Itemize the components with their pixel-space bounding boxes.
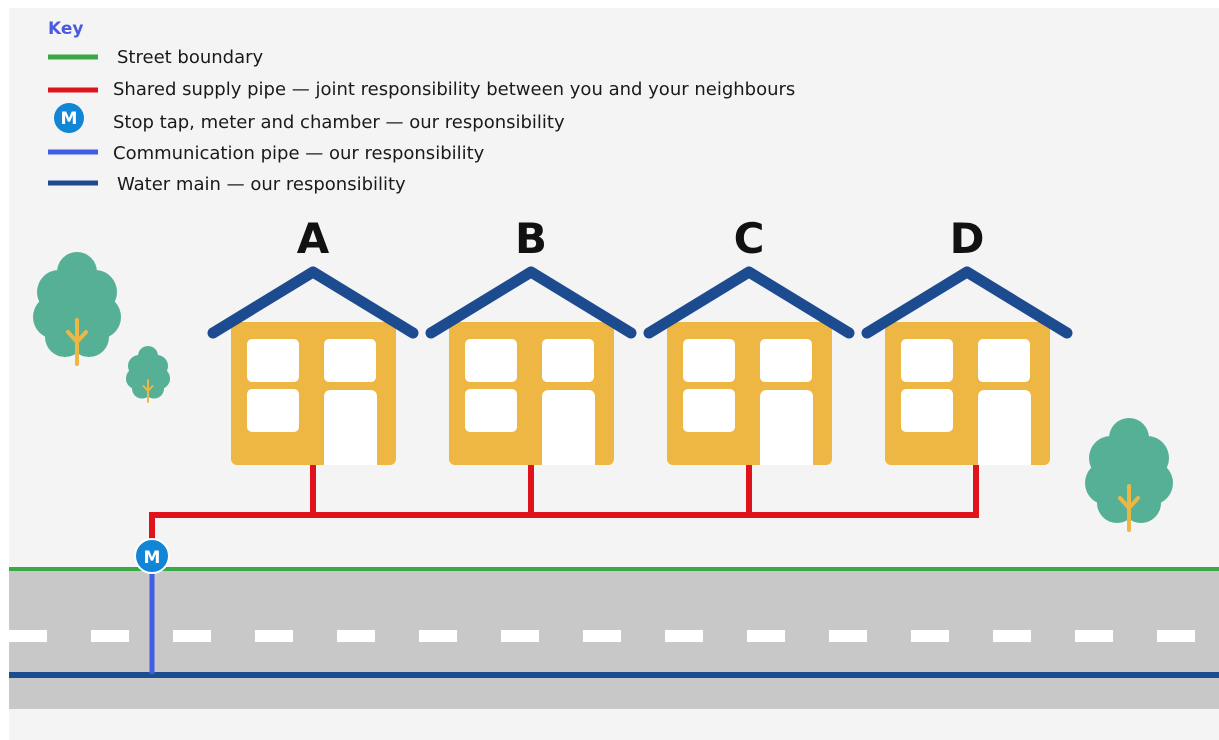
- window: [901, 389, 953, 432]
- meter-icon-letter: M: [61, 109, 78, 129]
- road: [9, 569, 1219, 709]
- door: [760, 390, 813, 465]
- road-dash: [993, 630, 1031, 642]
- trees: [33, 252, 1173, 532]
- key-item-stop-tap: M Stop tap, meter and chamber — our resp…: [54, 103, 565, 133]
- roof: [207, 266, 419, 339]
- house-a: A: [207, 214, 419, 465]
- tree-trunk: [66, 318, 88, 366]
- window: [465, 339, 517, 382]
- key-item-communication-pipe: Communication pipe — our responsibility: [48, 143, 485, 164]
- shared-supply-pipe: [149, 462, 979, 550]
- window: [683, 389, 735, 432]
- road-dash: [255, 630, 293, 642]
- tree-trunk: [142, 379, 154, 403]
- house-c: C: [643, 214, 855, 465]
- road-dash: [337, 630, 375, 642]
- key-title: Key: [48, 19, 84, 39]
- key-item-shared-supply-pipe: Shared supply pipe — joint responsibilit…: [48, 79, 795, 100]
- road-dash: [501, 630, 539, 642]
- houses: A B C D: [207, 214, 1073, 465]
- door: [978, 390, 1031, 465]
- window: [465, 389, 517, 432]
- road-dash: [91, 630, 129, 642]
- house-d: D: [861, 214, 1073, 465]
- key-legend: Key Street boundary Shared supply pipe —…: [48, 19, 795, 195]
- house-b: B: [425, 214, 637, 465]
- roof: [861, 266, 1073, 339]
- key-label-water-main: Water main — our responsibility: [117, 174, 406, 195]
- house-letter: C: [734, 214, 765, 263]
- stop-tap-meter-chamber: M: [134, 538, 170, 574]
- meter-icon: [54, 103, 84, 133]
- door: [542, 390, 595, 465]
- meter-letter: M: [144, 548, 161, 568]
- key-item-water-main: Water main — our responsibility: [48, 174, 406, 195]
- window: [247, 339, 299, 382]
- tree-right: [1085, 418, 1173, 532]
- door: [324, 390, 377, 465]
- tree-trunk: [1118, 484, 1140, 532]
- window: [683, 339, 735, 382]
- house-letter: B: [515, 214, 547, 263]
- window: [247, 389, 299, 432]
- roof: [643, 266, 855, 339]
- key-label-communication-pipe: Communication pipe — our responsibility: [113, 143, 485, 164]
- road-dash: [1075, 630, 1113, 642]
- road-dash: [665, 630, 703, 642]
- road-dash: [419, 630, 457, 642]
- road-dash: [583, 630, 621, 642]
- road-centre-markings: [9, 630, 1195, 642]
- shared-supply-pipe-branches: [310, 463, 752, 515]
- window: [542, 339, 594, 382]
- road-dash: [1157, 630, 1195, 642]
- key-label-shared-supply-pipe: Shared supply pipe — joint responsibilit…: [113, 79, 795, 100]
- window: [760, 339, 812, 382]
- house-letter: D: [950, 214, 985, 263]
- road-dash: [747, 630, 785, 642]
- roof: [425, 266, 637, 339]
- road-dash: [911, 630, 949, 642]
- meter-icon: [134, 538, 170, 574]
- window: [978, 339, 1030, 382]
- window: [901, 339, 953, 382]
- window: [324, 339, 376, 382]
- house-letter: A: [297, 214, 330, 263]
- key-item-street-boundary: Street boundary: [48, 47, 264, 68]
- road-dash: [829, 630, 867, 642]
- tree-small-left: [126, 346, 170, 403]
- key-label-stop-tap: Stop tap, meter and chamber — our respon…: [113, 112, 565, 133]
- tree-large-left: [33, 252, 121, 366]
- key-label-street-boundary: Street boundary: [117, 47, 264, 68]
- road-dash: [173, 630, 211, 642]
- road-dash: [9, 630, 47, 642]
